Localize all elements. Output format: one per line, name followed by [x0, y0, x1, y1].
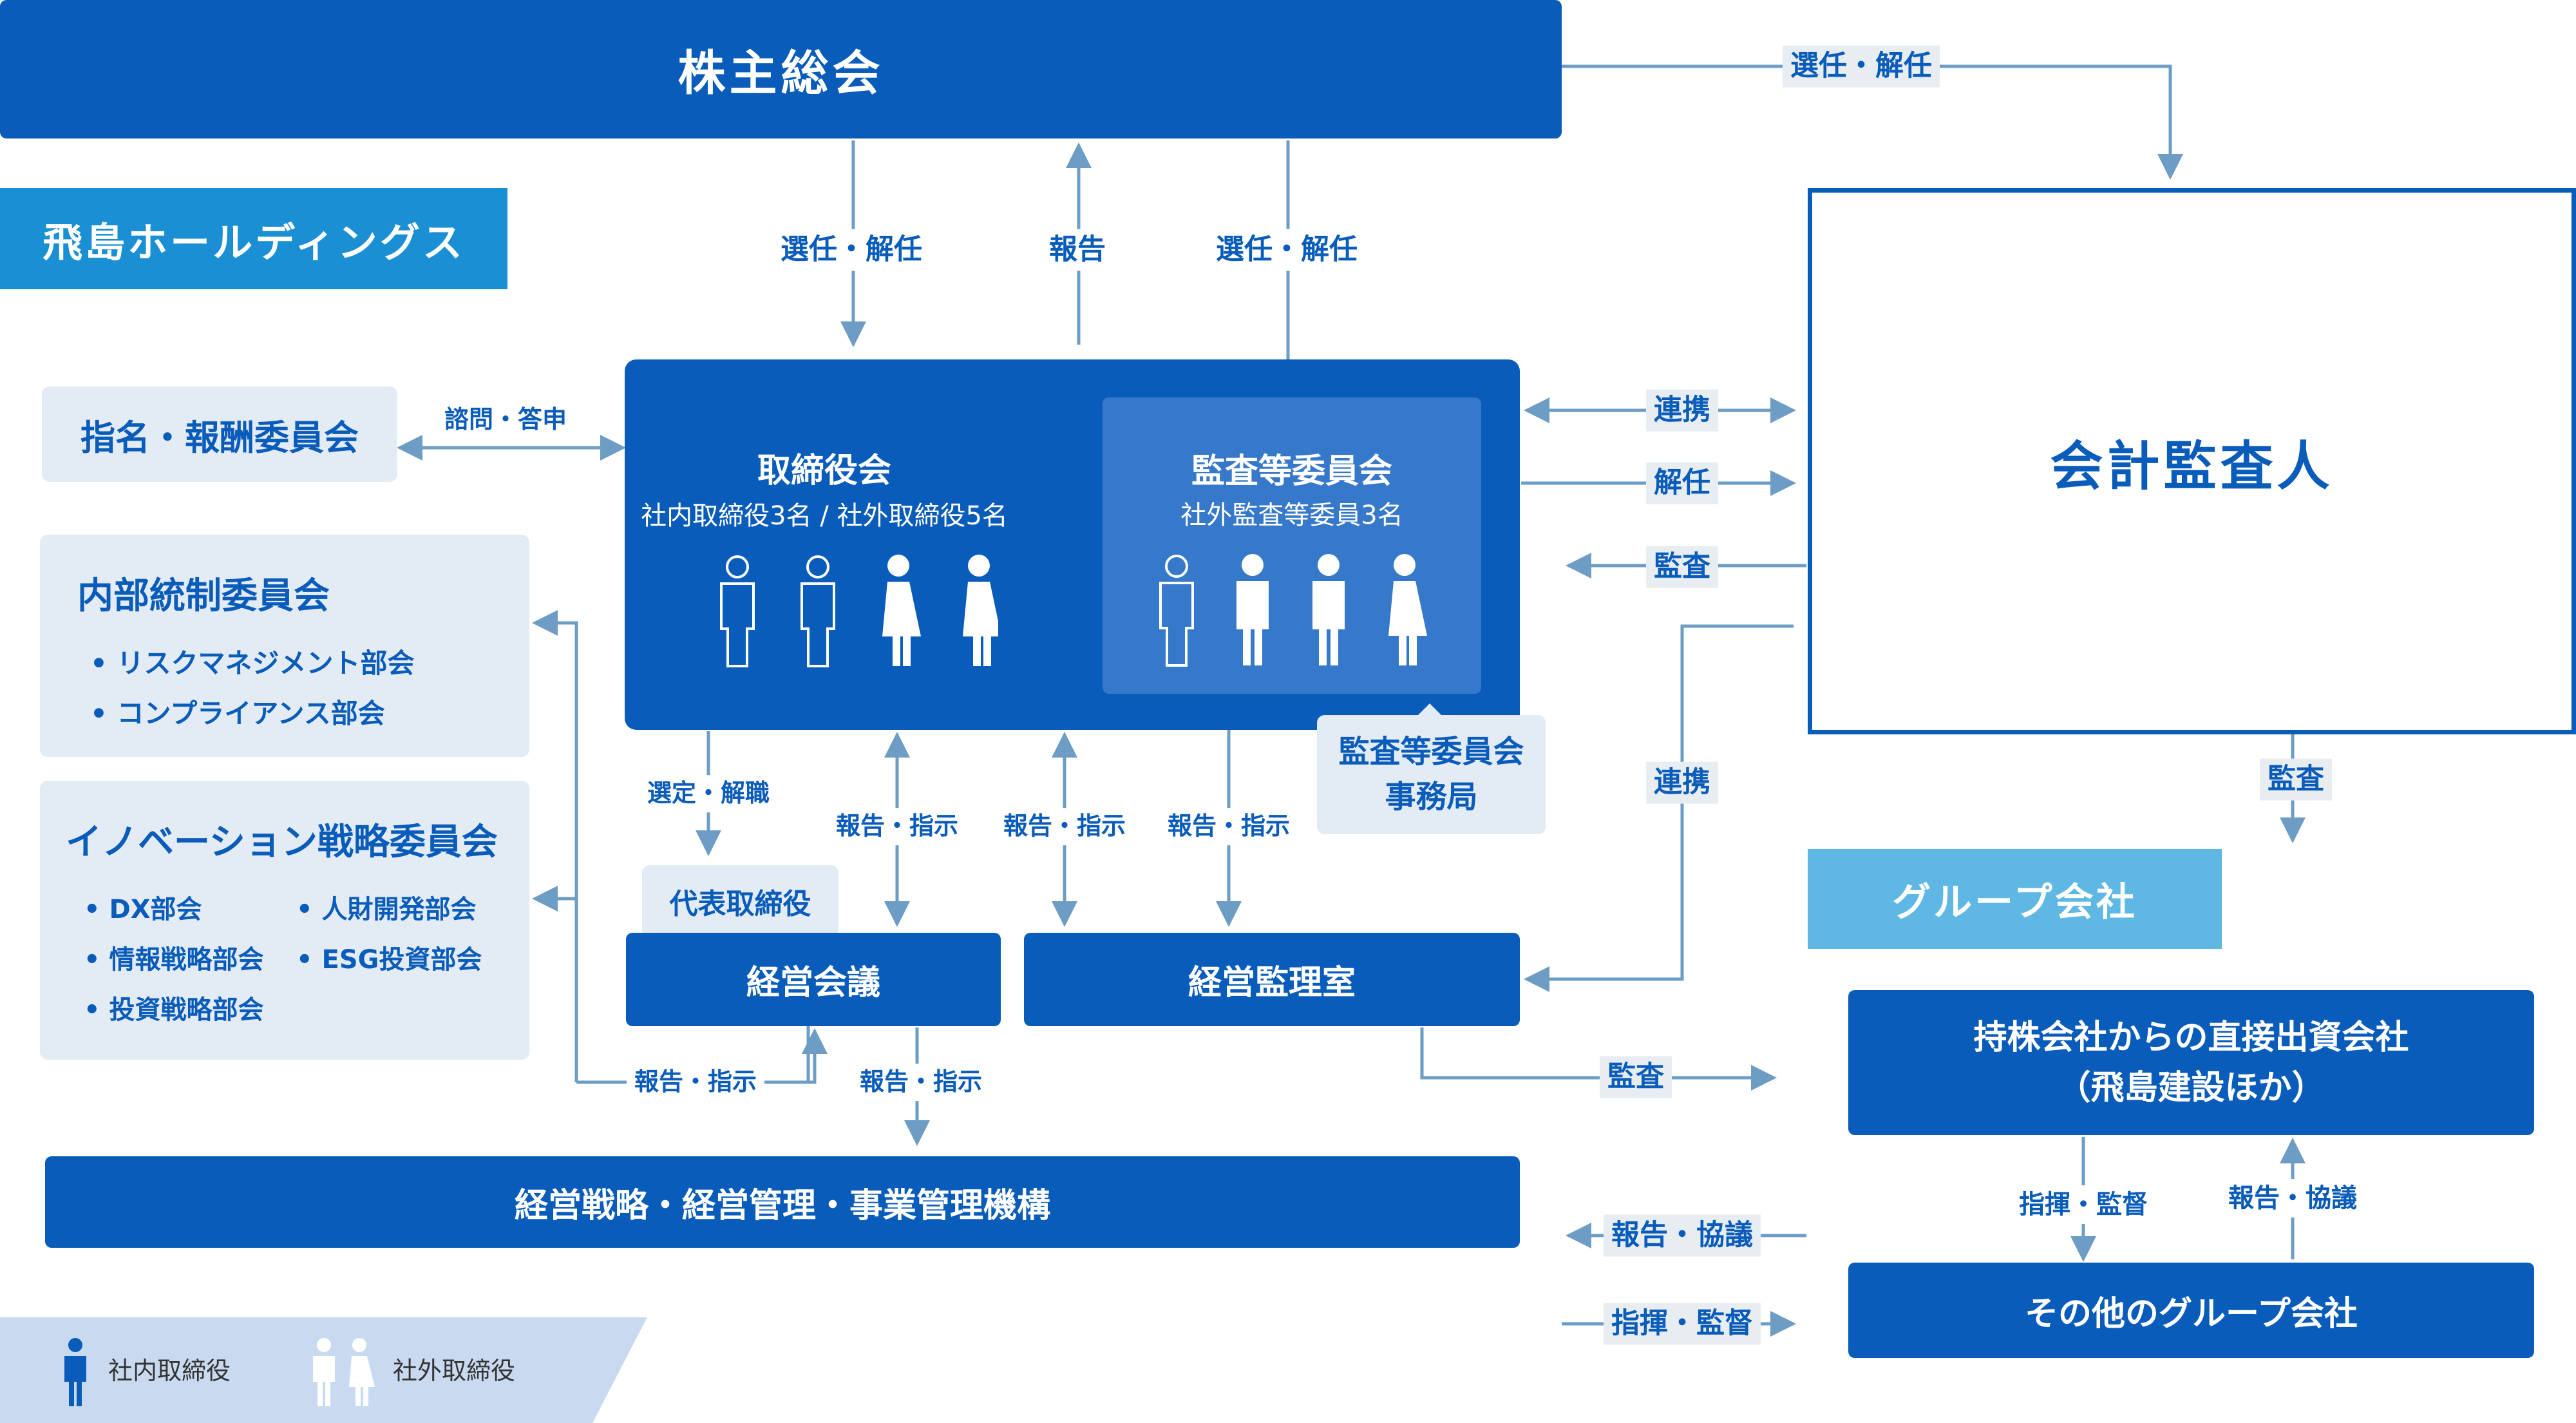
board-member-figures — [715, 553, 1001, 671]
management-structure-box: 経営戦略・経営管理・事業管理機構 — [45, 1156, 1520, 1248]
direct-subsidiaries-box: 持株会社からの直接出資会社 （飛島建設ほか） — [1848, 990, 2534, 1135]
label-report-consult: 報告・協議 — [1604, 1214, 1761, 1257]
internal-director-icon — [64, 1338, 86, 1406]
nomination-committee-label: 指名・報酬委員会 — [80, 417, 359, 458]
legend: 社内取締役 社外取締役 — [0, 1317, 650, 1423]
board-figures-svg — [720, 555, 1001, 667]
innovation-item: • 情報戦略部会 — [84, 945, 264, 975]
label-report-instruct: 報告・指示 — [626, 1064, 765, 1101]
label-appoint-dismiss: 選任・解任 — [1208, 229, 1365, 271]
shareholders-meeting-box: 株主総会 — [0, 0, 1562, 138]
label-select-dismiss: 選定・解職 — [639, 775, 778, 812]
label-command-supervise: 指揮・監督 — [2011, 1185, 2155, 1224]
person-female-icon — [1388, 554, 1427, 665]
other-group-label: その他のグループ会社 — [2025, 1294, 2358, 1333]
group-banner-label: グループ会社 — [1892, 880, 2137, 925]
internal-control-title: 内部統制委員会 — [77, 575, 330, 617]
label-report-instruct: 報告・指示 — [1159, 808, 1298, 845]
management-audit-office-label: 経営監理室 — [1188, 964, 1356, 1002]
board-subtitle: 社内取締役3名 / 社外取締役5名 — [641, 501, 1008, 531]
internal-control-item: • コンプライアンス部会 — [90, 698, 385, 729]
audit-committee-office: 監査等委員会 事務局 — [1317, 715, 1546, 834]
label-cooperate: 連携 — [1646, 389, 1718, 432]
audit-office-line1: 監査等委員会 — [1338, 733, 1524, 770]
company-banner-label: 飛島ホールディングス — [43, 218, 465, 266]
person-internal-icon — [800, 555, 835, 667]
audit-committee-title: 監査等委員会 — [1191, 452, 1392, 491]
internal-control-committee: 内部統制委員会 • リスクマネジメント部会 • コンプライアンス部会 — [40, 535, 529, 757]
board-title: 取締役会 — [757, 452, 891, 490]
label-appoint-dismiss: 選任・解任 — [1783, 45, 1940, 88]
legend-external-label: 社外取締役 — [393, 1357, 516, 1385]
innovation-item: • 人財開発部会 — [296, 895, 477, 924]
innovation-item: • DX部会 — [84, 895, 202, 924]
group-companies-banner: グループ会社 — [1808, 849, 2222, 949]
management-meeting-box: 経営会議 — [626, 933, 1001, 1026]
legend-internal-label: 社内取締役 — [108, 1357, 231, 1385]
audit-supervisory-committee-box: 監査等委員会 社外監査等委員3名 — [1103, 397, 1481, 694]
representative-director-label: 代表取締役 — [669, 888, 811, 921]
audit-figures-svg — [1159, 554, 1427, 667]
label-dismiss: 解任 — [1646, 462, 1718, 504]
person-internal-icon — [720, 555, 755, 667]
label-appoint-dismiss: 選任・解任 — [773, 229, 930, 271]
label-consult-report: 諮問・答申 — [436, 401, 575, 439]
person-male-icon — [1236, 554, 1269, 665]
label-audit: 監査 — [1600, 1056, 1672, 1098]
nomination-compensation-committee: 指名・報酬委員会 — [42, 387, 397, 482]
audit-office-line2: 事務局 — [1385, 778, 1478, 815]
direct-subsidiaries-line1: 持株会社からの直接出資会社 — [1973, 1018, 2409, 1057]
management-meeting-label: 経営会議 — [746, 964, 880, 1002]
audit-office-pointer — [1417, 703, 1443, 716]
accounting-auditor-box: 会計監査人 — [1808, 188, 2576, 734]
person-male-icon — [1312, 554, 1345, 665]
innovation-strategy-committee: イノベーション戦略委員会 • DX部会 • 人財開発部会 • 情報戦略部会 • … — [40, 781, 529, 1060]
label-report-instruct: 報告・指示 — [851, 1064, 990, 1101]
shareholders-meeting-label: 株主総会 — [677, 46, 884, 101]
external-director-icon — [313, 1338, 375, 1406]
innovation-item: • ESG投資部会 — [296, 945, 482, 975]
label-cooperate: 連携 — [1646, 761, 1718, 804]
label-report: 報告 — [1041, 229, 1113, 271]
management-audit-office-box: 経営監理室 — [1024, 933, 1520, 1026]
direct-subsidiaries-line2: （飛島建設ほか） — [2057, 1068, 2325, 1107]
innovation-title: イノベーション戦略委員会 — [66, 821, 498, 863]
other-group-companies-box: その他のグループ会社 — [1848, 1263, 2534, 1358]
label-report-instruct: 報告・指示 — [995, 808, 1134, 845]
label-report-consult: 報告・協議 — [2221, 1179, 2365, 1218]
audit-committee-figures — [1154, 552, 1437, 671]
representative-director: 代表取締役 — [642, 865, 838, 937]
person-female-icon — [882, 555, 921, 666]
person-female-icon — [963, 555, 1001, 666]
innovation-item: • 投資戦略部会 — [84, 995, 264, 1025]
accounting-auditor-label: 会計監査人 — [2050, 435, 2334, 497]
person-internal-icon — [1159, 555, 1194, 667]
label-audit: 監査 — [2260, 758, 2332, 801]
label-report-instruct: 報告・指示 — [828, 808, 967, 845]
management-structure-label: 経営戦略・経営管理・事業管理機構 — [514, 1186, 1050, 1225]
label-command-supervise: 指揮・監督 — [1604, 1303, 1761, 1345]
audit-committee-subtitle: 社外監査等委員3名 — [1180, 501, 1403, 530]
company-banner: 飛島ホールディングス — [0, 188, 507, 289]
label-audit: 監査 — [1646, 546, 1718, 588]
internal-control-item: • リスクマネジメント部会 — [90, 647, 415, 679]
